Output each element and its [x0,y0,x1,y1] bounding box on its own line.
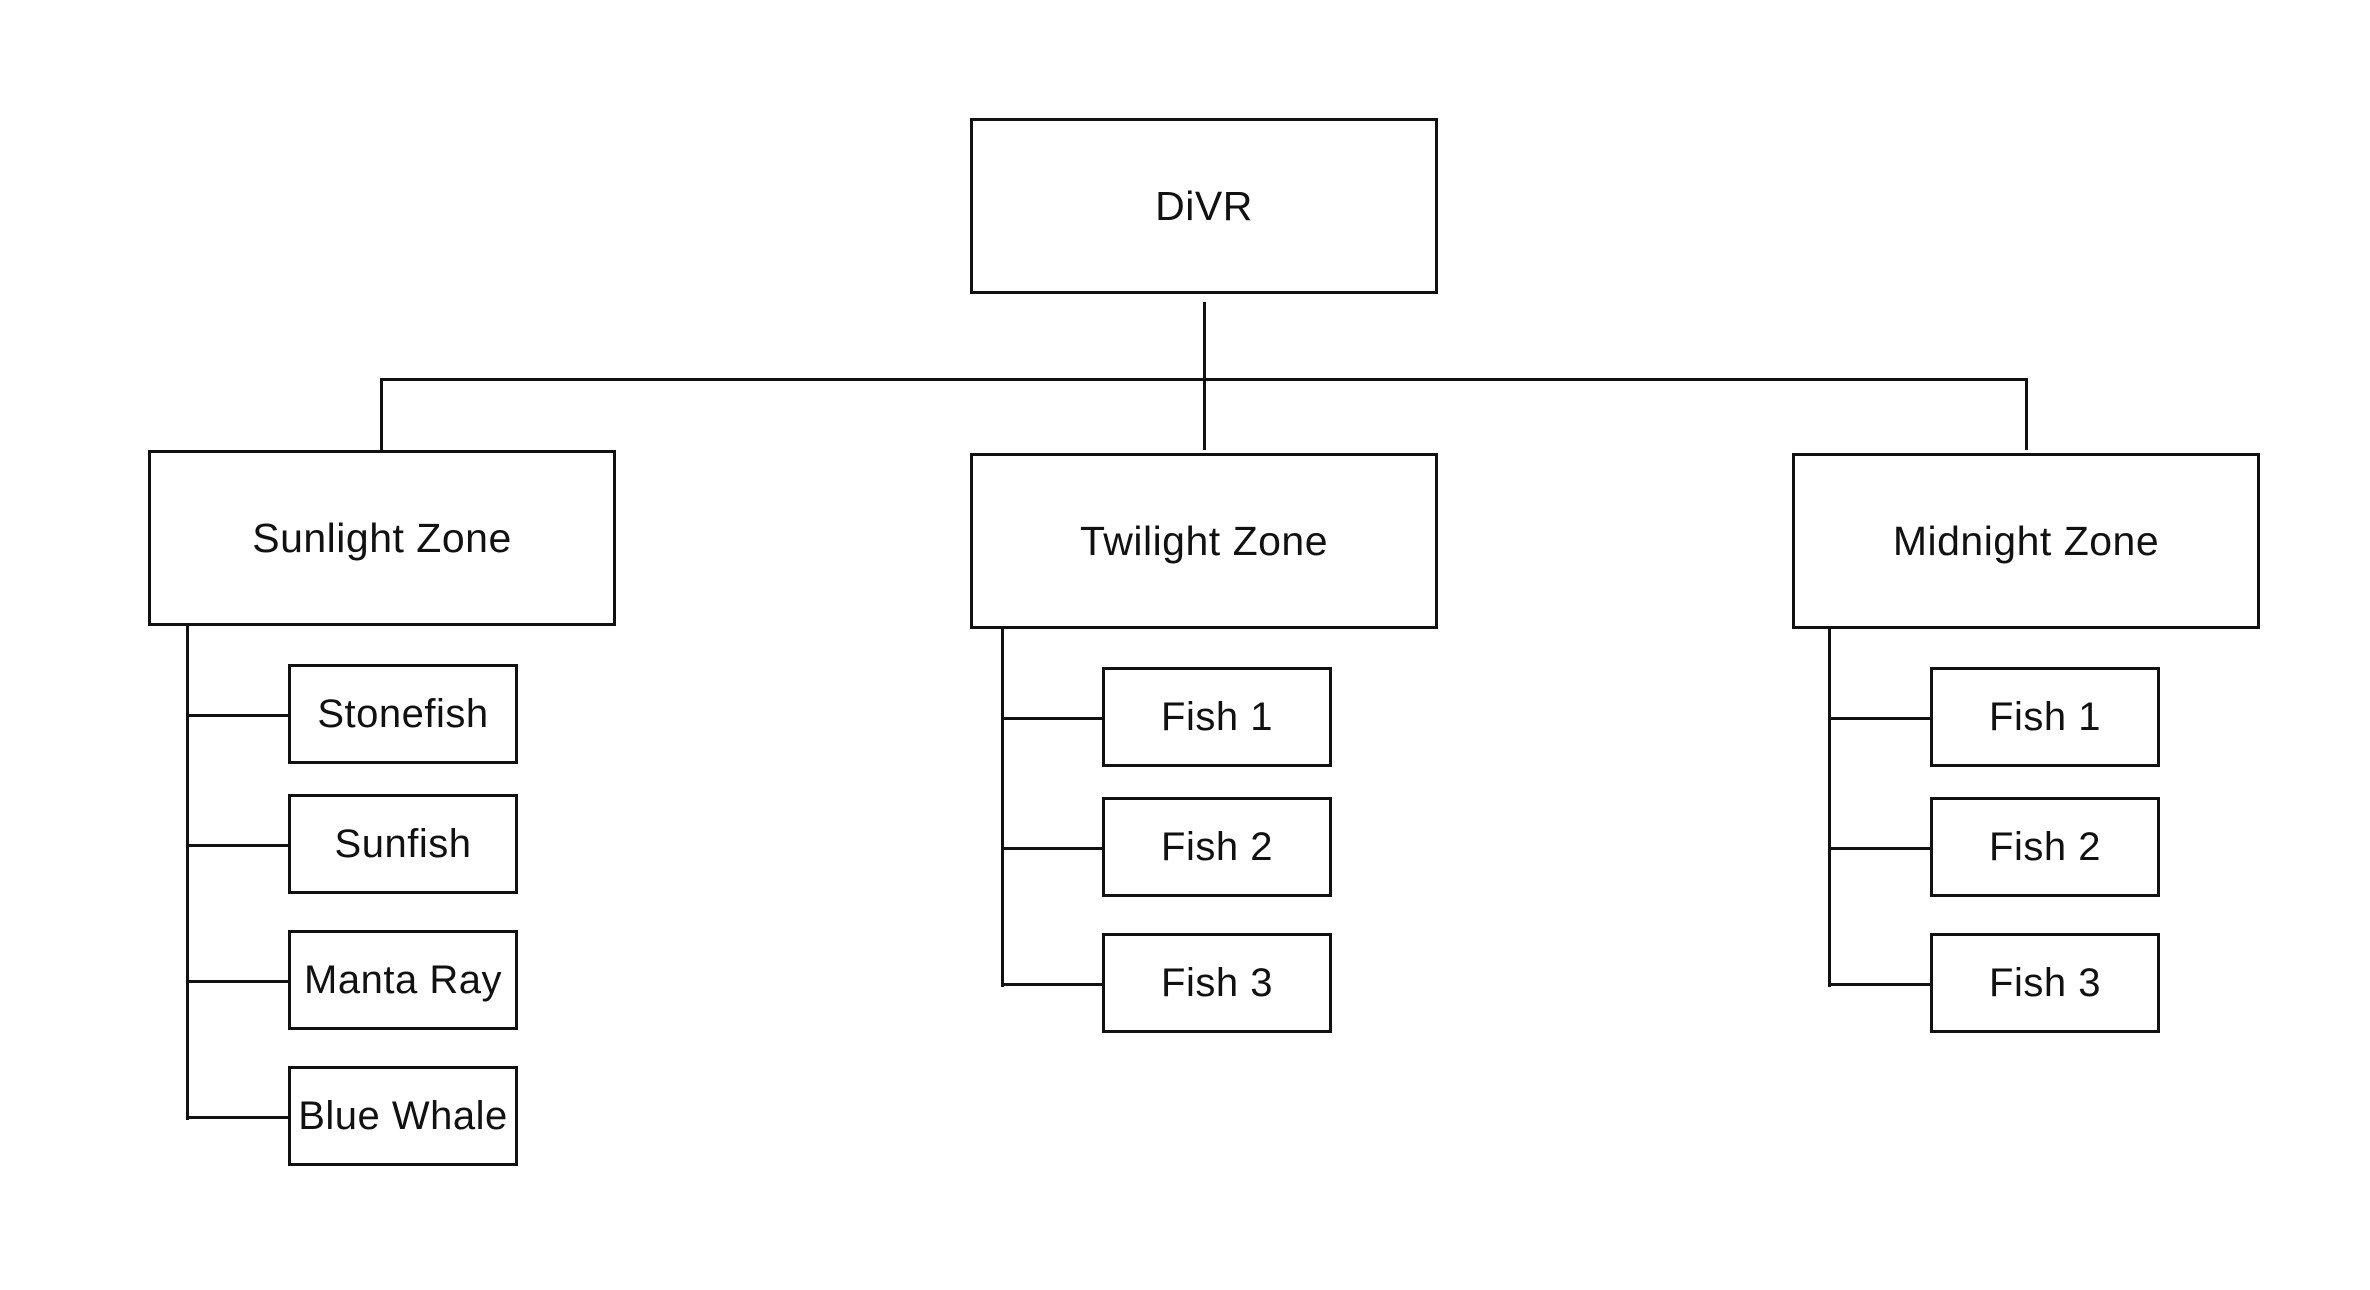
midnight-connector [2025,378,2028,450]
sunlight-connector [380,378,383,450]
fish-node-label: Fish 1 [1989,694,2101,739]
zone-node-sunlight: Sunlight Zone [148,450,616,626]
zone-node-label: Sunlight Zone [252,514,512,561]
fish-node-label: Sunfish [334,821,472,866]
root-node-label: DiVR [1155,182,1253,229]
fish-node-label: Stonefish [317,691,489,736]
fish-node-label: Blue Whale [298,1093,508,1138]
fish-node-label: Fish 3 [1989,960,2101,1005]
twilight-children-spine [1001,627,1004,987]
zone-node-label: Twilight Zone [1079,517,1329,564]
fish-node: Manta Ray [288,930,518,1030]
midnight-child-connector [1828,717,1931,720]
fish-node: Fish 2 [1102,797,1332,897]
fish-node-label: Fish 3 [1161,960,1273,1005]
root-connector [1203,302,1206,450]
fish-node-label: Fish 2 [1161,824,1273,869]
fish-node-label: Fish 1 [1161,694,1273,739]
fish-node-label: Fish 2 [1989,824,2101,869]
zone-node-midnight: Midnight Zone [1792,453,2260,629]
zone-node-twilight: Twilight Zone [970,453,1438,629]
midnight-children-spine [1828,627,1831,987]
sunlight-child-connector [186,980,289,983]
twilight-child-connector [1001,847,1103,850]
zones-bus-connector [380,378,2028,381]
midnight-child-connector [1828,983,1931,986]
sunlight-child-connector [186,714,289,717]
midnight-child-connector [1828,847,1931,850]
fish-node-label: Manta Ray [304,957,502,1002]
fish-node: Stonefish [288,664,518,764]
sunlight-child-connector [186,1116,289,1119]
sunlight-child-connector [186,844,289,847]
fish-node: Sunfish [288,794,518,894]
fish-node: Fish 1 [1930,667,2160,767]
root-node: DiVR [970,118,1438,294]
sunlight-children-spine [186,624,189,1120]
fish-node: Fish 3 [1102,933,1332,1033]
twilight-child-connector [1001,717,1103,720]
twilight-child-connector [1001,983,1103,986]
fish-node: Fish 1 [1102,667,1332,767]
fish-node: Fish 2 [1930,797,2160,897]
zone-node-label: Midnight Zone [1892,517,2160,564]
fish-node: Blue Whale [288,1066,518,1166]
fish-node: Fish 3 [1930,933,2160,1033]
